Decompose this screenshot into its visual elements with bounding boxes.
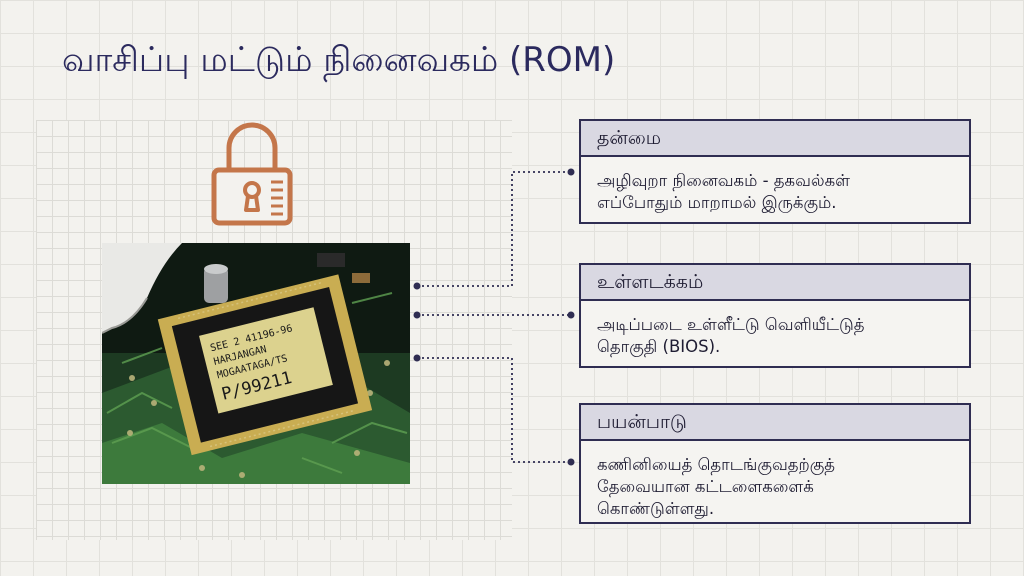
card-usage-heading: பயன்பாடு [581,405,969,441]
card-property-heading: தன்மை [581,121,969,157]
card-content-text: அடிப்படை உள்ளீட்டு வெளியீட்டுத் தொகுதி (… [597,315,865,356]
rom-chip-photo: SEE 2 41196-96 HARJANGAN MOGAATAGA/TS P/… [102,243,410,484]
card-property: தன்மை அழிவுறா நினைவகம் - தகவல்கள் எப்போத… [579,119,971,224]
card-usage-text: கணினியைத் தொடங்குவதற்குத் தேவையான கட்டளை… [597,455,836,518]
card-content: உள்ளடக்கம் அடிப்படை உள்ளீட்டு வெளியீட்டு… [579,263,971,368]
slide-title: வாசிப்பு மட்டும் நினைவகம் (ROM) [62,40,616,80]
card-property-text: அழிவுறா நினைவகம் - தகவல்கள் எப்போதும் மா… [597,171,851,212]
card-content-heading: உள்ளடக்கம் [581,265,969,301]
card-usage: பயன்பாடு கணினியைத் தொடங்குவதற்குத் தேவைய… [579,403,971,524]
padlock-icon [211,122,293,226]
